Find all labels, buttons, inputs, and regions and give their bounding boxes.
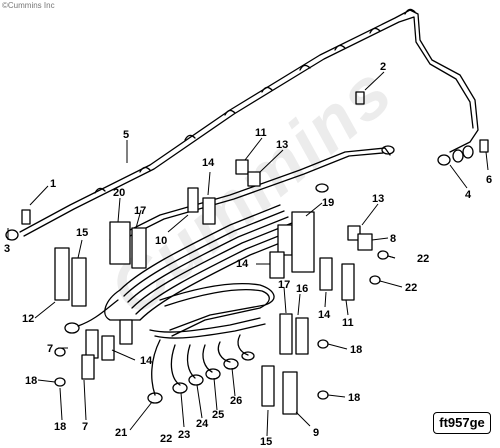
callout-6: 6 [486, 174, 492, 186]
callout-22c: 22 [160, 433, 172, 445]
callout-4: 4 [465, 189, 472, 201]
callout-15b: 15 [260, 436, 272, 448]
fuel-rail-upper [19, 9, 479, 233]
callout-15a: 15 [76, 227, 88, 239]
clamp-blocks [54, 159, 373, 415]
callout-19: 19 [322, 197, 334, 209]
callout-17b: 17 [278, 279, 290, 291]
callout-14a: 14 [202, 157, 215, 169]
callout-11b: 11 [342, 317, 354, 329]
callout-17a: 17 [134, 205, 146, 217]
injector-line-bundle [104, 204, 301, 339]
callout-3: 3 [4, 243, 10, 255]
callout-12: 12 [22, 313, 34, 325]
leader-lines [7, 71, 489, 437]
figure-id-badge: ft957ge [433, 412, 491, 434]
callout-18b: 18 [348, 392, 360, 404]
callout-1: 1 [50, 178, 56, 190]
callout-22a: 22 [417, 253, 429, 265]
fuel-rail-upper-inner [23, 16, 474, 237]
callout-18a: 18 [350, 344, 362, 356]
callout-10: 10 [155, 235, 167, 247]
callout-8: 8 [390, 233, 396, 245]
callout-16: 16 [296, 283, 308, 295]
rail-end-fitting [381, 145, 395, 155]
callout-14c: 14 [318, 309, 331, 321]
line-nuts [147, 351, 255, 404]
callout-23: 23 [178, 429, 190, 441]
callout-2: 2 [380, 61, 386, 73]
rail-fittings [94, 8, 416, 194]
callout-20: 20 [113, 187, 125, 199]
rail-end-fitting-2 [315, 183, 329, 193]
callout-18d: 18 [54, 421, 66, 433]
callout-7b: 7 [82, 421, 88, 433]
callout-9: 9 [313, 427, 319, 439]
callout-26: 26 [230, 395, 242, 407]
callout-14b: 14 [236, 258, 249, 270]
left-fitting [5, 229, 19, 241]
callout-5: 5 [123, 129, 129, 141]
fuel-rail-lower-inner [113, 152, 384, 245]
line-nut-left [64, 322, 80, 334]
callout-25: 25 [212, 409, 224, 421]
callout-24: 24 [196, 418, 209, 430]
callout-13b: 13 [372, 193, 384, 205]
callout-11a: 11 [255, 127, 267, 139]
callout-21: 21 [115, 427, 127, 439]
fuel-rail-lower [109, 147, 391, 241]
copyright-notice: ©Cummins Inc [2, 1, 55, 10]
callout-14d: 14 [140, 355, 153, 367]
callout-18c: 18 [25, 375, 37, 387]
callout-7a: 7 [47, 343, 53, 355]
callout-13a: 13 [276, 139, 288, 151]
callout-22b: 22 [405, 282, 417, 294]
